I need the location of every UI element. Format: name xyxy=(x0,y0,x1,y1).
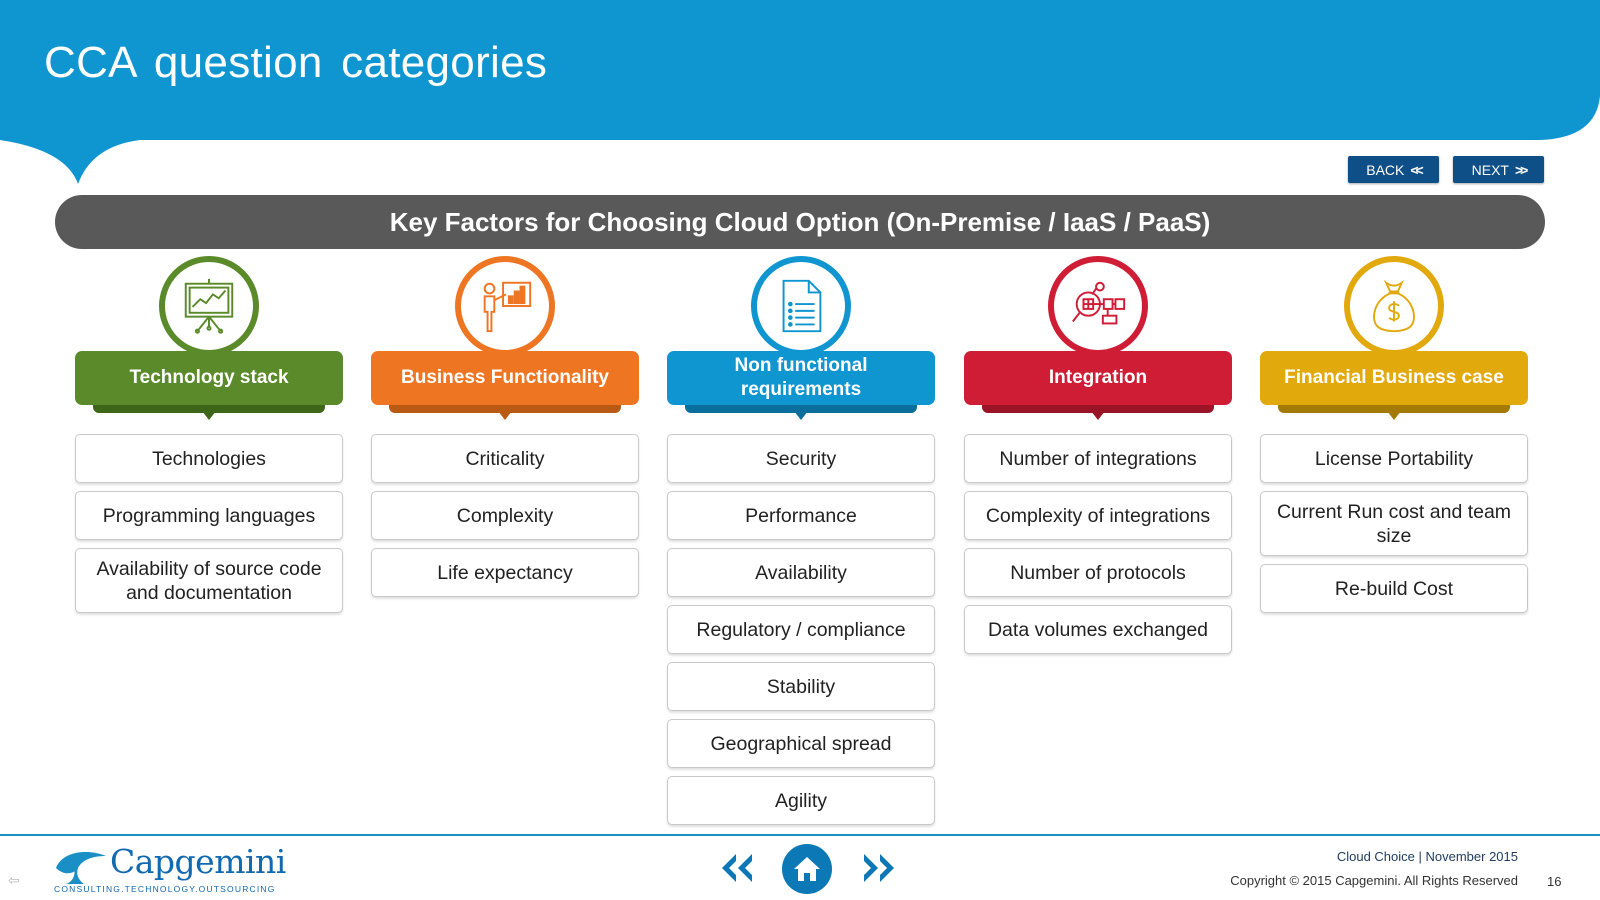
document-icon xyxy=(751,256,851,356)
next-slide-button[interactable] xyxy=(858,844,900,892)
home-button[interactable] xyxy=(782,844,832,894)
header-bar: CCA question categories xyxy=(0,0,1600,184)
back-button[interactable]: BACK << xyxy=(1348,156,1439,183)
footer-copyright: Copyright © 2015 Capgemini. All Rights R… xyxy=(1230,873,1518,888)
factor-item[interactable]: Performance xyxy=(667,491,935,540)
banner-title: Key Factors for Choosing Cloud Option (O… xyxy=(389,206,1211,237)
home-icon xyxy=(794,857,820,881)
factor-item[interactable]: Technologies xyxy=(75,434,343,483)
factor-item[interactable]: Life expectancy xyxy=(371,548,639,597)
category-title: Financial Business case xyxy=(1260,351,1528,405)
double-chevron-right-icon: >> xyxy=(1514,161,1528,178)
factor-item[interactable]: Complexity xyxy=(371,491,639,540)
key-factors-banner: Key Factors for Choosing Cloud Option (O… xyxy=(55,195,1545,249)
header-pointer xyxy=(794,411,808,420)
next-button[interactable]: NEXT >> xyxy=(1453,156,1544,183)
category-title: Technology stack xyxy=(75,351,343,405)
capgemini-logo: Capgemini CONSULTING.TECHNOLOGY.OUTSOURC… xyxy=(52,840,286,896)
footer-event: Cloud Choice | November 2015 xyxy=(1336,849,1518,864)
category-title: Integration xyxy=(964,351,1232,405)
factor-item[interactable]: Number of integrations xyxy=(964,434,1232,483)
header-tab xyxy=(685,405,917,413)
header-tab xyxy=(982,405,1214,413)
factor-item[interactable]: Criticality xyxy=(371,434,639,483)
header-pointer xyxy=(498,411,512,420)
factor-item[interactable]: Regulatory / compliance xyxy=(667,605,935,654)
category-title: Business Functionality xyxy=(371,351,639,405)
previous-slide-button[interactable] xyxy=(716,844,758,892)
factor-item[interactable]: Agility xyxy=(667,776,935,825)
header-tab xyxy=(93,405,325,413)
factor-item[interactable]: Stability xyxy=(667,662,935,711)
factor-item[interactable]: Number of protocols xyxy=(964,548,1232,597)
factor-item[interactable]: Geographical spread xyxy=(667,719,935,768)
factor-item[interactable]: Data volumes exchanged xyxy=(964,605,1232,654)
money-bag-icon xyxy=(1344,256,1444,356)
presenter-icon xyxy=(455,256,555,356)
double-chevron-left-icon: << xyxy=(1410,161,1423,178)
header-shape xyxy=(0,0,1600,184)
factor-list: License Portability Current Run cost and… xyxy=(1260,434,1528,613)
factor-item[interactable]: Current Run cost and team size xyxy=(1260,491,1528,556)
rewind-icon xyxy=(722,854,752,882)
factor-item[interactable]: License Portability xyxy=(1260,434,1528,483)
factor-list: Technologies Programming languages Avail… xyxy=(75,434,343,613)
header-tab xyxy=(1278,405,1510,413)
page-title: CCA question categories xyxy=(44,38,548,87)
factor-item[interactable]: Complexity of integrations xyxy=(964,491,1232,540)
next-label: NEXT xyxy=(1471,161,1509,178)
logo-wordmark: Capgemini xyxy=(110,842,286,881)
factor-list: Number of integrations Complexity of int… xyxy=(964,434,1232,654)
header-pointer xyxy=(1091,411,1105,420)
return-arrow-icon[interactable]: ⇦ xyxy=(8,872,20,888)
header-pointer xyxy=(202,411,216,420)
header-tab xyxy=(389,405,621,413)
logo-tagline: CONSULTING.TECHNOLOGY.OUTSOURCING xyxy=(54,884,276,894)
factor-item[interactable]: Programming languages xyxy=(75,491,343,540)
factor-item[interactable]: Re-build Cost xyxy=(1260,564,1528,613)
integration-flow-icon xyxy=(1048,256,1148,356)
presentation-chart-icon xyxy=(159,256,259,356)
category-title: Non functional requirements xyxy=(667,351,935,405)
page-number: 16 xyxy=(1547,874,1562,889)
factor-item[interactable]: Security xyxy=(667,434,935,483)
header-pointer xyxy=(1387,411,1401,420)
factor-item[interactable]: Availability of source code and document… xyxy=(75,548,343,613)
footer-divider xyxy=(0,834,1600,836)
factor-list: Security Performance Availability Regula… xyxy=(667,434,935,825)
back-label: BACK xyxy=(1366,161,1405,178)
factor-list: Criticality Complexity Life expectancy xyxy=(371,434,639,597)
fast-forward-icon xyxy=(864,854,894,882)
spade-logo-icon xyxy=(56,852,106,884)
factor-item[interactable]: Availability xyxy=(667,548,935,597)
